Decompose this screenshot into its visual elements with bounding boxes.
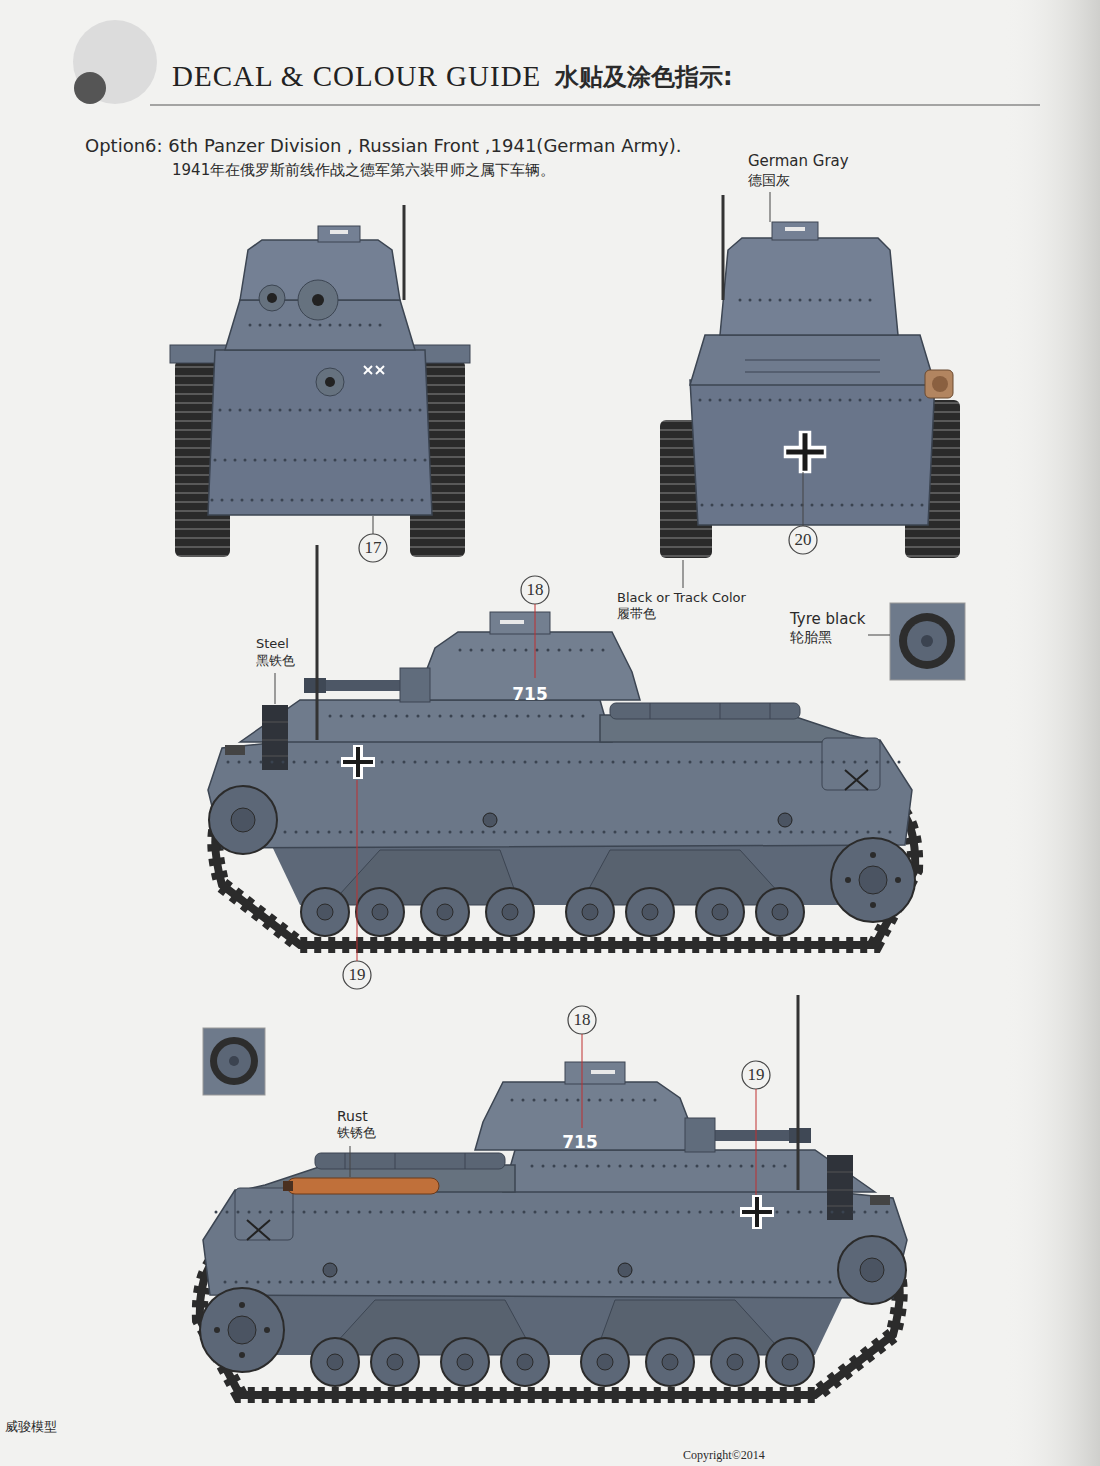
side-view-right	[200, 995, 907, 1395]
callout-number: 18	[527, 580, 544, 600]
colour-name: 履带色	[617, 607, 656, 622]
callout-number: 18	[574, 1010, 591, 1030]
callout-number: 19	[748, 1065, 765, 1085]
option-heading-chinese: 1941年在俄罗斯前线作战之德军第六装甲师之属下车辆。	[172, 162, 555, 179]
decal-number: 715	[562, 1133, 598, 1153]
colour-name: German Gray	[748, 153, 849, 170]
callout-circles	[343, 526, 817, 1089]
title-chinese: 水贴及涂色指示:	[555, 64, 733, 92]
header-ornament	[73, 20, 1040, 105]
side-view-left	[208, 545, 915, 945]
colour-name: 铁锈色	[337, 1126, 376, 1141]
colour-name: 黑铁色	[256, 654, 295, 669]
colour-name: Steel	[256, 637, 289, 652]
rear-view	[660, 195, 960, 558]
tow-cable	[283, 1178, 439, 1194]
front-view	[170, 205, 470, 557]
copyright-note: Copyright©2014	[683, 1449, 765, 1463]
callout-number: 19	[349, 965, 366, 985]
page-title: DECAL & COLOUR GUIDE	[172, 60, 541, 93]
footer-brand: 威骏模型	[5, 1420, 57, 1435]
colour-name: Black or Track Color	[617, 591, 746, 606]
leader-lines	[275, 192, 890, 1195]
colour-name: Tyre black	[790, 611, 865, 628]
tyre-swatch	[203, 603, 965, 1095]
colour-name: Rust	[337, 1108, 368, 1124]
callout-number: 20	[795, 530, 812, 550]
decal-number: 715	[512, 685, 548, 705]
colour-name: 轮胎黑	[790, 629, 832, 645]
option-heading: Option6: 6th Panzer Division , Russian F…	[85, 136, 682, 157]
colour-name: 德国灰	[748, 172, 790, 188]
callout-number: 17	[365, 538, 382, 558]
